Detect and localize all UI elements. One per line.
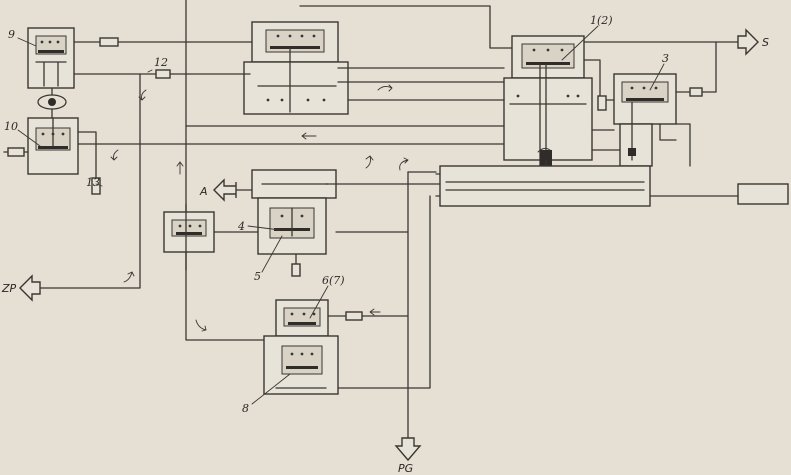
- label-13: 13: [86, 176, 100, 189]
- label-port-zp: ZP: [1, 282, 17, 295]
- sensor-eye: [37, 87, 67, 119]
- port-s-arrow: [737, 28, 759, 56]
- label-4: 4: [237, 220, 245, 233]
- label-port-a: A: [199, 185, 208, 198]
- valve-10: [27, 117, 79, 175]
- label-port-pg: PG: [398, 462, 413, 475]
- label-port-s: S: [762, 36, 769, 49]
- piping: [3, 0, 741, 441]
- label-9: 9: [8, 28, 15, 41]
- port-pg-arrow: [394, 437, 422, 462]
- label-12: 12: [154, 56, 168, 69]
- terminal-box: [737, 183, 789, 205]
- label-10: 10: [4, 120, 18, 133]
- valve-3: [613, 73, 677, 167]
- label-6-7: 6(7): [322, 274, 345, 287]
- valve-9: [27, 27, 75, 89]
- leader-lines: [17, 25, 665, 405]
- label-5: 5: [254, 270, 261, 283]
- valve-4-5: [251, 169, 337, 255]
- label-3: 3: [662, 52, 669, 65]
- label-8: 8: [242, 402, 249, 415]
- port-a-arrow: [213, 178, 237, 202]
- relay-valve-top: [243, 21, 349, 115]
- port-arrows: [19, 28, 759, 462]
- labels: 9 10 12 13 1(2) 3 4 5 6(7) 8 A S ZP PG: [1, 14, 769, 475]
- label-1-2: 1(2): [590, 14, 613, 27]
- valve-6-7-8: [263, 299, 339, 395]
- valve-left-middle: [163, 211, 215, 253]
- valve-1-2: [503, 35, 593, 188]
- main-manifold: [435, 165, 651, 207]
- port-zp-arrow: [19, 274, 41, 302]
- flow-arrows: [110, 84, 551, 332]
